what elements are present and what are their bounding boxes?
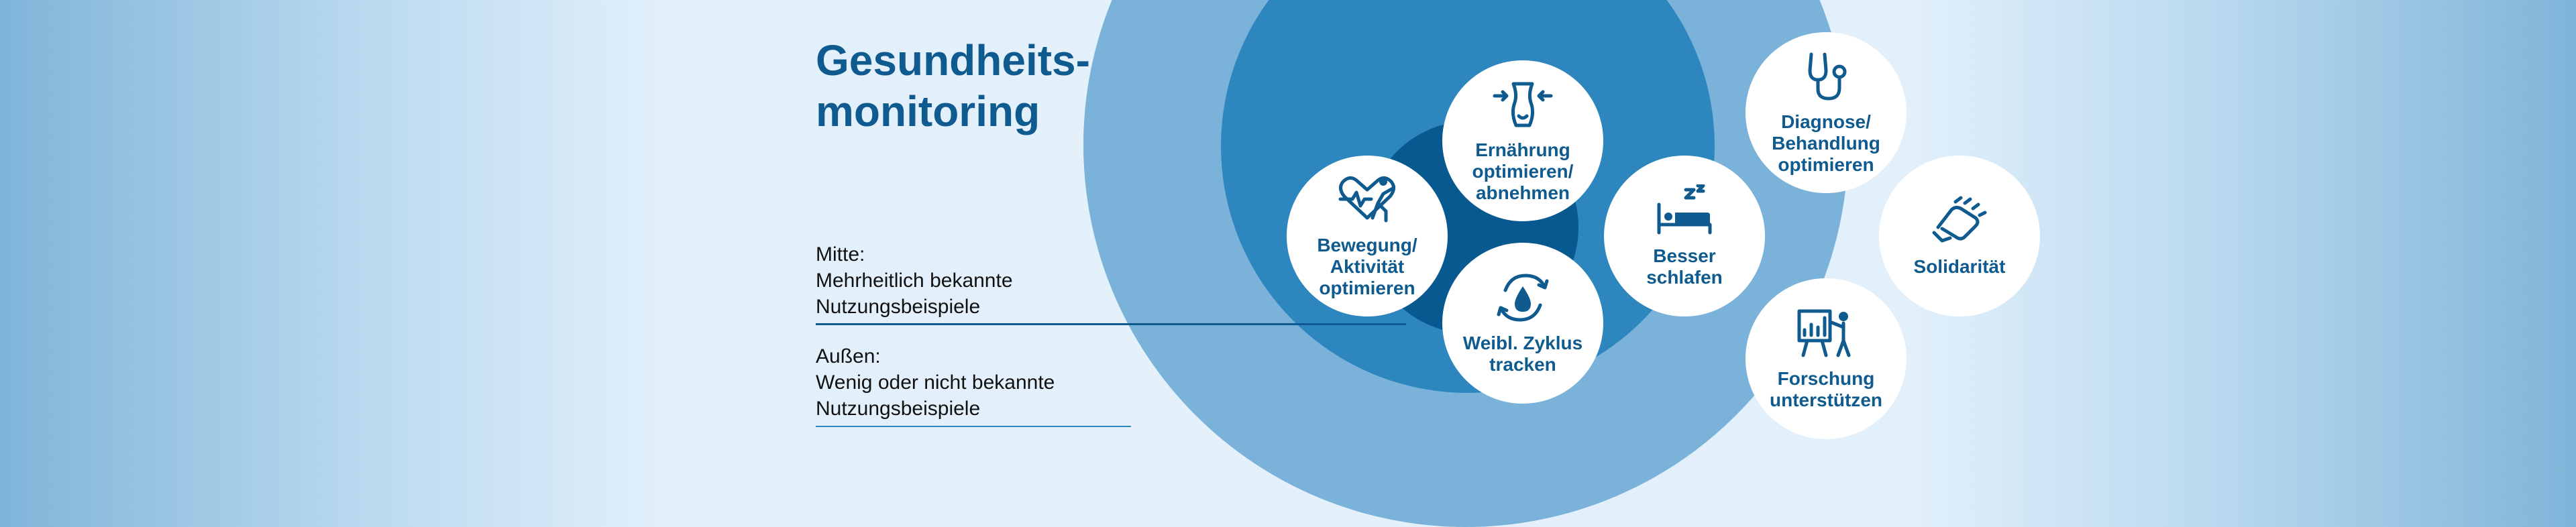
bubble-schlafen-label: Besser schlafen <box>1646 245 1723 288</box>
legend-outer-heading: Außen: <box>816 345 881 367</box>
legend-inner: Mitte: Mehrheitlich bekannte Nutzungsbei… <box>816 241 1191 320</box>
bubble-forschung: Forschung unterstützen <box>1746 278 1907 439</box>
legend-outer-line: Wenig oder nicht bekannte <box>816 371 1055 394</box>
bubble-schlafen: Besser schlafen <box>1604 156 1765 316</box>
waist-measure-icon <box>1492 78 1554 139</box>
page-title: Gesundheits- monitoring <box>816 36 1090 135</box>
bubble-zyklus-label: Weibl. Zyklus tracken <box>1462 332 1583 375</box>
sleeping-bed-icon <box>1654 184 1715 245</box>
presentation-icon <box>1795 307 1857 368</box>
bubble-bewegung: Bewegung/ Aktivität optimieren <box>1287 156 1448 316</box>
heartbeat-exercise-icon <box>1336 174 1398 235</box>
bubble-diagnose-label: Diagnose/ Behandlung optimieren <box>1772 111 1880 175</box>
bubble-forschung-label: Forschung unterstützen <box>1770 367 1882 410</box>
legend-outer: Außen: Wenig oder nicht bekannte Nutzung… <box>816 343 1191 422</box>
stethoscope-icon <box>1795 50 1857 111</box>
cycle-drop-icon <box>1492 272 1554 333</box>
bubble-diagnose: Diagnose/ Behandlung optimieren <box>1746 32 1907 193</box>
health-monitoring-diagram: Gesundheits- monitoring Mitte: Mehrheitl… <box>816 0 2040 527</box>
bubble-solidaritaet: Solidarität <box>1879 156 2040 316</box>
bubble-ernaehrung-label: Ernährung optimieren/ abnehmen <box>1472 139 1574 203</box>
legend-inner-line: Nutzungsbeispiele <box>816 296 981 318</box>
legend-inner-connector <box>816 323 1406 325</box>
bubble-ernaehrung: Ernährung optimieren/ abnehmen <box>1442 60 1603 221</box>
bubble-bewegung-label: Bewegung/ Aktivität optimieren <box>1317 234 1417 298</box>
bubble-solidaritaet-label: Solidarität <box>1913 255 2006 277</box>
legend-inner-heading: Mitte: <box>816 243 865 266</box>
bubble-zyklus: Weibl. Zyklus tracken <box>1442 243 1603 404</box>
legend-outer-line: Nutzungsbeispiele <box>816 398 981 420</box>
legend-outer-connector <box>816 426 1131 427</box>
legend-inner-line: Mehrheitlich bekannte <box>816 270 1013 292</box>
handshake-icon <box>1929 195 1990 256</box>
